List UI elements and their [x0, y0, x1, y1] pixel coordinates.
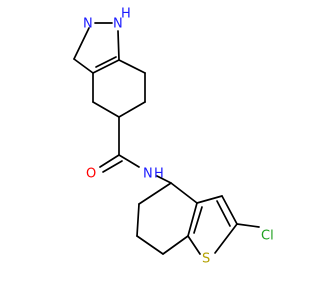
benzothiophene-bonds [136, 182, 260, 255]
bond-c4p-c3ap [170, 182, 198, 204]
indazole-bonds [73, 22, 146, 118]
bond-c7ap-c7p [162, 235, 189, 255]
bond-c7ap-c3ap-double [193, 206, 203, 234]
atom-n1-hydrogen: H [121, 7, 131, 22]
bond-n2-c3 [73, 27, 90, 60]
bond-carbonyl-o-double [102, 160, 123, 173]
atom-cl: Cl [261, 229, 274, 244]
bond-c7a-n1 [117, 30, 120, 61]
atom-n1: N [113, 17, 123, 32]
atom-s: S [202, 252, 210, 267]
bond-c2p-cl [236, 223, 260, 228]
bond-c3a-c7a [92, 59, 120, 74]
bond-carbonyl-n [118, 154, 140, 168]
bond-c7p-c6p [136, 235, 164, 255]
atom-amide-hydrogen: H [154, 167, 164, 182]
bond-c2p-s [214, 223, 238, 254]
amide-bonds [99, 116, 172, 184]
atom-n2: N [83, 17, 93, 32]
bond-c7-c7a [118, 59, 146, 74]
bond-n-c4prime [156, 175, 172, 184]
bond-c4-c5 [92, 101, 120, 118]
bond-c3p-c2p [221, 195, 238, 225]
bond-c7ap-c3ap [187, 202, 198, 237]
bond-c5p-c4p [138, 182, 172, 205]
bond-c3ap-c3p [196, 195, 223, 204]
atom-amide-n: N [143, 167, 153, 182]
bond-c6p-c5p [136, 203, 140, 237]
bond-c3p-c2p-double [216, 200, 231, 227]
atom-o: O [86, 167, 96, 182]
structure-diagram: N H N O N H S Cl [73, 7, 274, 267]
bond-c3-c3a [73, 58, 94, 74]
bond-carbonyl-o [99, 154, 120, 168]
bond-c5-c6 [118, 101, 146, 118]
bond-s-c7ap [187, 235, 201, 255]
bond-c7a-c3a-double [95, 56, 117, 68]
